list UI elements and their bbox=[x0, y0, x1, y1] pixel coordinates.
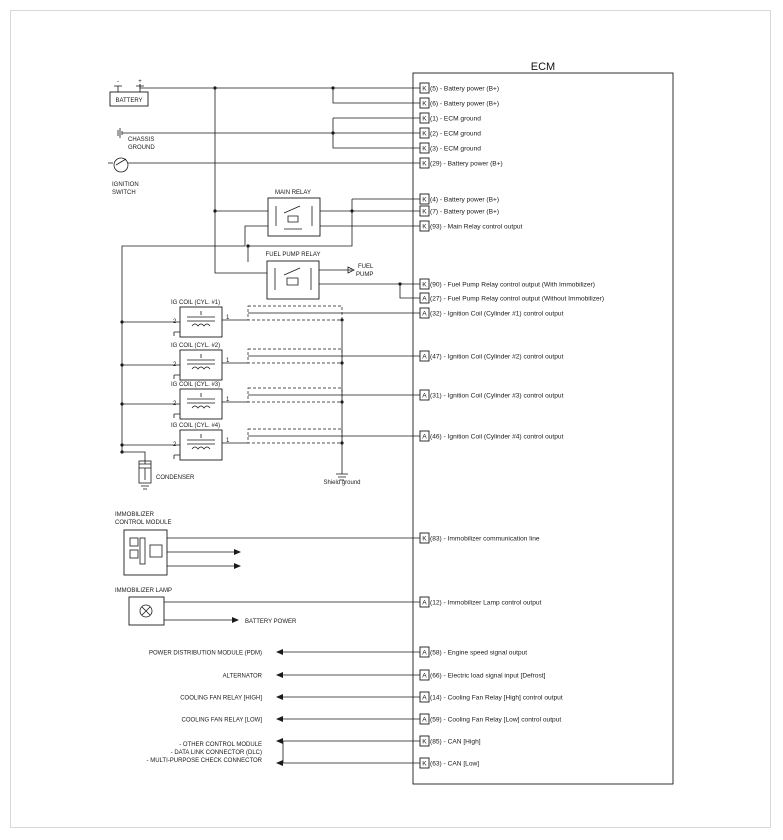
ecm-pin-label: (63) - CAN [Low] bbox=[430, 760, 479, 767]
can-label-1: - OTHER CONTROL MODULE bbox=[179, 742, 262, 748]
ecm-pin-letter: K bbox=[422, 160, 427, 167]
ecm-box bbox=[412, 72, 674, 785]
ecm-pin-letter: K bbox=[422, 535, 427, 542]
coil-pin-1-label: 1 bbox=[226, 438, 230, 444]
shield-ground-label: Shield ground bbox=[323, 480, 360, 486]
output-target-label: ALTERNATOR bbox=[223, 673, 263, 679]
battery-plus-label: + bbox=[138, 79, 142, 85]
ecm-pin-label: (46) - Ignition Coil (Cylinder #4) contr… bbox=[430, 433, 564, 440]
ecm-pin-letter: K bbox=[422, 196, 427, 203]
ecm-pin-letter: K bbox=[422, 85, 427, 92]
output-target-label: POWER DISTRIBUTION MODULE (PDM) bbox=[149, 650, 262, 656]
ecm-pin-label: (5) - Battery power (B+) bbox=[430, 85, 499, 92]
ig-coil-label: IG COIL (CYL. #3) bbox=[171, 382, 220, 388]
fuel-pump-label-2: PUMP bbox=[356, 272, 373, 278]
coil-pin-1-label: 1 bbox=[226, 397, 230, 403]
ecm-pin-letter: A bbox=[422, 694, 427, 701]
ignition-switch-label-2: SWITCH bbox=[112, 190, 136, 196]
can-label-3: - MULTI-PURPOSE CHECK CONNECTOR bbox=[147, 758, 263, 764]
ecm-pin-label: (29) - Battery power (B+) bbox=[430, 160, 503, 167]
ecm-pin-label: (83) - Immobilizer communication line bbox=[430, 535, 540, 542]
ecm-pin-letter: A bbox=[422, 433, 427, 440]
ecm-pin-label: (58) - Engine speed signal output bbox=[430, 649, 527, 656]
immobilizer-label-1: IMMOBILIZER bbox=[115, 512, 155, 518]
ecm-pin-letter: K bbox=[422, 208, 427, 215]
ecm-title: ECM bbox=[531, 61, 555, 73]
ecm-pin-letter: K bbox=[422, 145, 427, 152]
chassis-ground-label-2: GROUND bbox=[128, 145, 155, 151]
ecm-pin-letter: K bbox=[422, 115, 427, 122]
output-target-label: COOLING FAN RELAY [LOW] bbox=[182, 717, 263, 723]
ig-coil-label: IG COIL (CYL. #2) bbox=[171, 343, 220, 349]
ig-coil-label: IG COIL (CYL. #1) bbox=[171, 300, 220, 306]
ignition-switch-label-1: IGNITION bbox=[112, 182, 139, 188]
battery-minus-label: - bbox=[117, 79, 119, 85]
battery-power-label: BATTERY POWER bbox=[245, 619, 297, 625]
ecm-pin-label: (66) - Electric load signal input [Defro… bbox=[430, 672, 546, 679]
can-label-2: - DATA LINK CONNECTOR (DLC) bbox=[171, 750, 262, 756]
ecm-pin-letter: K bbox=[422, 760, 427, 767]
ig-coil-label: IG COIL (CYL. #4) bbox=[171, 423, 220, 429]
ecm-pin-label: (59) - Cooling Fan Relay [Low] control o… bbox=[430, 716, 561, 723]
ecm-pin-letter: A bbox=[422, 295, 427, 302]
diagram-frame bbox=[10, 10, 771, 828]
ecm-pin-label: (31) - Ignition Coil (Cylinder #3) contr… bbox=[430, 392, 564, 399]
ecm-pin-letter: K bbox=[422, 130, 427, 137]
battery-symbol bbox=[109, 91, 149, 107]
ecm-pin-letter: A bbox=[422, 392, 427, 399]
ecm-pin-label: (14) - Cooling Fan Relay [High] control … bbox=[430, 694, 563, 701]
ecm-pin-letter: K bbox=[422, 281, 427, 288]
ecm-pin-label: (85) - CAN [High] bbox=[430, 738, 481, 745]
ecm-pin-label: (90) - Fuel Pump Relay control output (W… bbox=[430, 281, 595, 288]
ecm-pin-letter: K bbox=[422, 738, 427, 745]
ecm-pin-label: (3) - ECM ground bbox=[430, 145, 481, 152]
ecm-pin-label: (1) - ECM ground bbox=[430, 115, 481, 122]
output-target-label: COOLING FAN RELAY [HIGH] bbox=[180, 695, 262, 701]
lamp-icon bbox=[139, 604, 153, 618]
battery-label: BATTERY bbox=[115, 98, 142, 104]
ecm-pin-list: K(5) - Battery power (B+)K(6) - Battery … bbox=[419, 82, 604, 769]
ecm-pin-letter: K bbox=[422, 100, 427, 107]
ecm-pin-label: (4) - Battery power (B+) bbox=[430, 196, 499, 203]
ecm-pin-label: (47) - Ignition Coil (Cylinder #2) contr… bbox=[430, 353, 564, 360]
ecm-pin-letter: A bbox=[422, 310, 427, 317]
coil-pin-1-label: 1 bbox=[226, 358, 230, 364]
ecm-pin-label: (6) - Battery power (B+) bbox=[430, 100, 499, 107]
condenser-label: CONDENSER bbox=[156, 475, 195, 481]
fuel-pump-label-1: FUEL bbox=[358, 264, 374, 270]
ecm-pin-letter: K bbox=[422, 223, 427, 230]
ecm-pin-letter: A bbox=[422, 672, 427, 679]
main-relay-label: MAIN RELAY bbox=[275, 190, 311, 196]
ecm-pin-letter: A bbox=[422, 716, 427, 723]
main-relay-box bbox=[267, 197, 321, 237]
ecm-pin-label: (93) - Main Relay control output bbox=[430, 223, 523, 230]
ecm-pin-letter: A bbox=[422, 599, 427, 606]
immobilizer-label-2: CONTROL MODULE bbox=[115, 520, 171, 526]
ecm-pin-label: (7) - Battery power (B+) bbox=[430, 208, 499, 215]
fuel-pump-relay-box bbox=[266, 260, 320, 300]
ignition-switch-symbol bbox=[113, 157, 129, 173]
ecm-pin-label: (12) - Immobilizer Lamp control output bbox=[430, 599, 542, 606]
ecm-pin-letter: A bbox=[422, 353, 427, 360]
ecm-pin-label: (32) - Ignition Coil (Cylinder #1) contr… bbox=[430, 310, 564, 317]
ecm-pin-label: (2) - ECM ground bbox=[430, 130, 481, 137]
ecm-pin-label: (27) - Fuel Pump Relay control output (W… bbox=[430, 295, 604, 302]
immobilizer-lamp-label: IMMOBILIZER LAMP bbox=[115, 588, 172, 594]
ecm-outputs-group: POWER DISTRIBUTION MODULE (PDM) ALTERNATO… bbox=[149, 649, 420, 723]
immobilizer-module-box bbox=[123, 529, 168, 576]
ecm-pin-letter: A bbox=[422, 649, 427, 656]
fuel-pump-relay-label: FUEL PUMP RELAY bbox=[266, 252, 321, 258]
coil-pin-1-label: 1 bbox=[226, 315, 230, 321]
chassis-ground-label-1: CHASSIS bbox=[128, 137, 154, 143]
